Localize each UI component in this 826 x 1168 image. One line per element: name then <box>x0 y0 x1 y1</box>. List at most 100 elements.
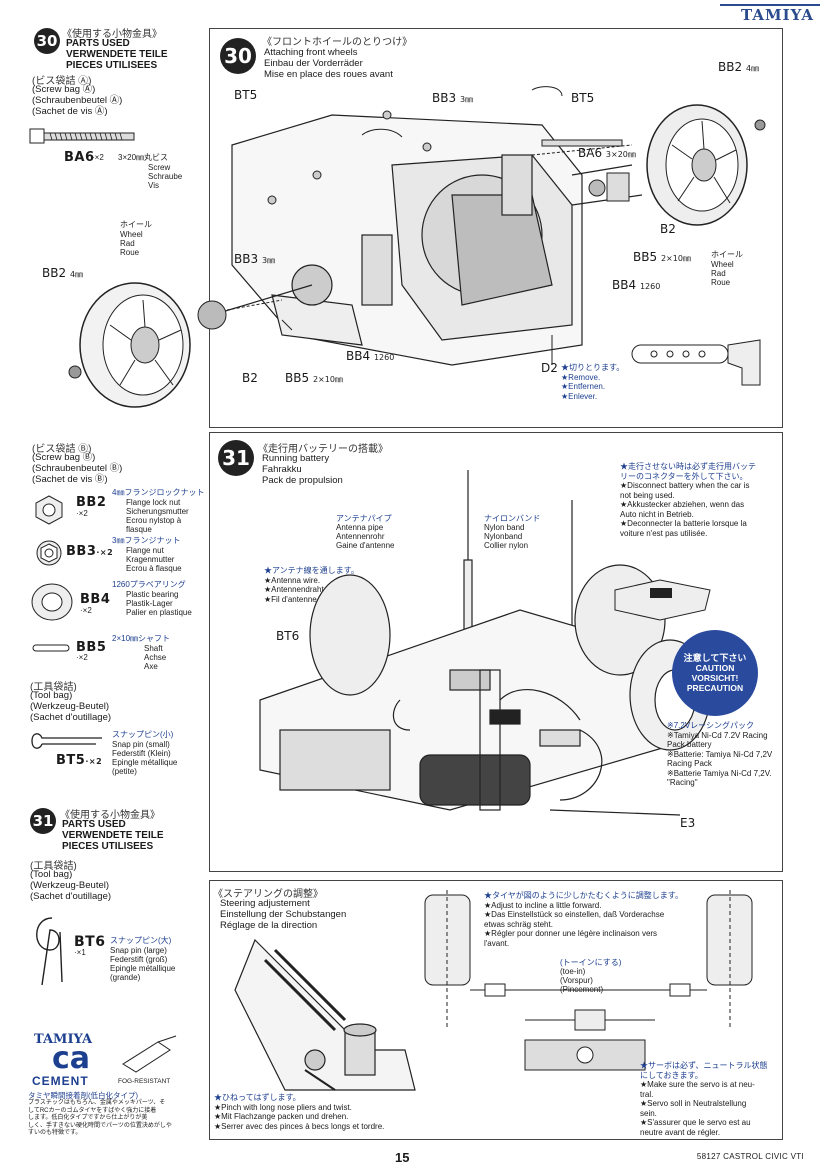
step-number-31: 31 <box>218 440 254 476</box>
bb3-desc-0: Flange nut <box>126 546 164 555</box>
bearing-icon <box>31 583 73 621</box>
bb2-qty-left: ·×2 <box>76 509 88 518</box>
step-31-title-jp: 《走行用バッテリーの搭載》 <box>258 444 388 455</box>
caution-de: VORSICHT! <box>691 673 739 683</box>
bt6-desc-2: Epingle métallique <box>110 964 176 973</box>
toe-in-diagram <box>424 890 753 1071</box>
bt6-qty-left: ·×1 <box>74 948 86 957</box>
steering-pliers-illustration <box>234 938 416 1091</box>
bb3-desc-left: Flange nut Kragenmutter Ecrou à flasque <box>126 546 182 573</box>
wire-0: ★Antenna wire. <box>264 575 321 585</box>
bt5-code-left: BT5·×2 <box>56 753 102 768</box>
bag-b-en: (Screw bag Ⓑ) <box>32 452 96 463</box>
pack-4: ※Batterie Tamiya Ni-Cd 7,2V. <box>667 768 772 778</box>
bb4-jp-left: 1260プラベアリング <box>112 580 186 589</box>
step-number-30-parts: 30 <box>34 28 60 54</box>
bb2-desc-2: Ecrou nylstop à <box>126 516 182 525</box>
step-30-de: Einbau der Vorderräder <box>264 58 363 69</box>
bb3-code: BB3 <box>66 544 97 559</box>
wire-jp: ★アンテナ線を通します。 <box>264 566 359 575</box>
tool-bag-31: (Tool bag) (Werkzeug-Beutel) (Sachet d'o… <box>30 869 111 902</box>
cement-jp-2: します。低白化タイプですから仕上がりが美 <box>28 1115 148 1121</box>
servo-neutral-note: ★サーボは必ず、ニュートラル状態 にしておきます。 ★Make sure the… <box>640 1061 767 1137</box>
bt5-code: BT5 <box>56 753 86 768</box>
wire-1: ★Antennendraht. <box>264 585 326 594</box>
label-bb3-b: BB3 3㎜ <box>234 252 275 266</box>
bt5-qty: ·×2 <box>85 757 103 766</box>
bb2-jp-left: 4㎜フランジロックナット <box>112 488 205 497</box>
step-30-en: Attaching front wheels <box>264 47 358 58</box>
servo-jp-0: ★サーボは必ず、ニュートラル状態 <box>640 1061 768 1070</box>
step-31-en: Running battery <box>262 453 330 464</box>
wheel-illustration-left <box>68 282 191 408</box>
flange-nut-icon <box>36 540 62 566</box>
tool-fr: (Sachet d'outillage) <box>30 712 112 723</box>
bb5-desc-0: Shaft <box>144 644 163 653</box>
disc-jp-0: ★走行させない時は必ず走行用バッテ <box>620 462 756 471</box>
nylon-band-label: ナイロンバンド Nylon band Nylonband Collier nyl… <box>484 514 540 550</box>
label-e3: E3 <box>680 816 696 830</box>
brand-logo: TAMIYA <box>741 6 814 24</box>
step-31-de: Fahrakku <box>262 464 302 475</box>
label-bb2: BB2 4㎜ <box>718 60 759 74</box>
cement-ca: ca <box>52 1041 91 1076</box>
bb4-b-unit: 1260 <box>373 353 395 362</box>
adj-0: ★Adjust to incline a little forward. <box>484 900 602 910</box>
model-name: 58127 CASTROL CIVIC VTI <box>696 1152 804 1161</box>
wheel-30-de: Rad <box>711 269 726 278</box>
parts31-en: PARTS USED <box>62 819 126 830</box>
bt5-desc-1: Federstift (Klein) <box>112 749 171 758</box>
wheel-de: Rad <box>120 239 135 248</box>
disconnect-note: ★走行させない時は必ず走行用バッテ リーのコネクターを外して下さい。 ★Disc… <box>620 462 756 538</box>
label-bb4: BB4 1260 <box>612 278 660 292</box>
bb4-code-30: BB4 <box>612 278 637 292</box>
disc-4: ★Deconnecter la batterie lorsque la <box>620 519 747 528</box>
caution-badge: 注意して下さい CAUTION VORSICHT! PRECAUTION <box>672 630 758 716</box>
bt6-code-left: BT6 <box>74 934 106 950</box>
step-31-fr: Pack de propulsion <box>262 475 343 486</box>
bb2-desc-3: flasque <box>126 525 152 534</box>
cement-fog: FOG-RESISTANT <box>118 1078 171 1085</box>
ant-1: Antennenrohr <box>336 532 385 541</box>
pinch-2: ★Serrer avec des pinces à becs longs et … <box>214 1121 385 1131</box>
step-30-title: Attaching front wheels Einbau der Vorder… <box>264 47 393 80</box>
cement-jp-4: すいのも特徴です。 <box>28 1130 82 1136</box>
ba6-code-30: BA6 <box>578 146 603 160</box>
antenna-wire-note: ★アンテナ線を通します。 ★Antenna wire. ★Antennendra… <box>264 566 359 604</box>
bb2-unit-30: 4㎜ <box>745 64 760 73</box>
step-31-title: Running battery Fahrakku Pack de propuls… <box>262 453 343 486</box>
bb4-desc-2: Palier en plastique <box>126 608 192 617</box>
steer-de: Einstellung der Schubstangen <box>220 909 347 920</box>
bb3-code-left: BB3·×2 <box>66 544 113 559</box>
bb3-jp-left: 3㎜フランジナット <box>112 536 181 545</box>
bb2-code-30: BB2 <box>718 60 743 74</box>
shaft-icon <box>32 644 70 652</box>
wheel-desc-left: Wheel Rad Roue <box>120 230 143 257</box>
step-30-fr: Mise en place des roues avant <box>264 69 393 80</box>
step-30-title-jp: 《フロントホイールのとりつけ》 <box>262 37 413 48</box>
ant-2: Gaine d'antenne <box>336 541 395 550</box>
pack-0: ※Tamiya Ni-Cd 7.2V Racing <box>667 730 768 740</box>
bb3-b-code: BB3 <box>234 252 259 266</box>
bb3-desc-2: Ecrou à flasque <box>126 564 182 573</box>
ba6-desc-en: Screw <box>148 163 171 172</box>
parts31-fr: PIECES UTILISEES <box>62 841 154 852</box>
bb3-a-unit: 3㎜ <box>459 95 474 104</box>
step-number-30: 30 <box>220 38 256 74</box>
tool-bag-jp: (工具袋詰) <box>30 682 77 693</box>
parts-used-text: PARTS USED VERWENDETE TEILE PIECES UTILI… <box>66 38 168 71</box>
disc-5: voiture n'est pas utilisée. <box>620 528 708 538</box>
pack-2: ※Batterie: Tamiya Ni-Cd 7,2V <box>667 749 773 759</box>
disc-3: Auto nicht in Betrieb. <box>620 509 694 519</box>
servo-3: sein. <box>640 1108 657 1118</box>
remove-en: ★Remove. <box>561 372 601 382</box>
label-bb5: BB5 2×10㎜ <box>633 250 691 264</box>
bag-en: (Screw bag Ⓐ) <box>32 84 96 95</box>
step-31-panel <box>209 432 783 872</box>
pinch-0: ★Pinch with long nose pliers and twist. <box>214 1102 352 1112</box>
steer-fr: Réglage de la direction <box>220 920 318 931</box>
tool-bag: (Tool bag) (Werkzeug-Beutel) (Sachet d'o… <box>30 690 111 723</box>
nylon-1: Nylonband <box>484 532 523 541</box>
bb3-qty: ·×2 <box>96 548 114 557</box>
bt5-desc-3: (petite) <box>112 767 137 776</box>
